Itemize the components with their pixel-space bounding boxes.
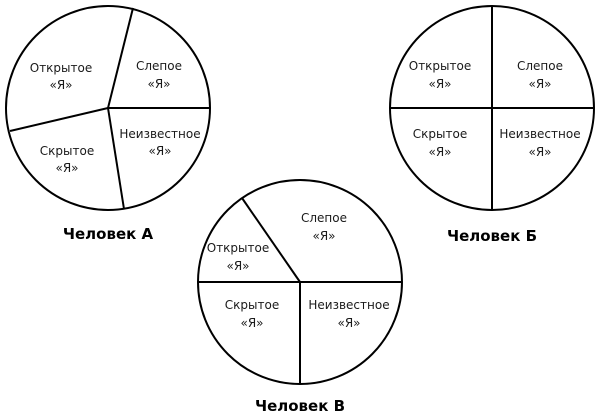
diagram-c-unknown-label-line2: «Я» (337, 316, 360, 330)
diagram-a-hidden-label-line1: Скрытое (40, 144, 94, 158)
diagram-a-divider-left (9, 107, 109, 132)
diagram-a-divider-top (107, 7, 134, 109)
diagram-a-hidden-label-line2: «Я» (55, 161, 78, 175)
diagram-person-a: Открытое «Я» Слепое «Я» Скрытое «Я» Неиз… (5, 5, 211, 243)
diagram-a-blind-label-line2: «Я» (147, 77, 170, 91)
diagram-c-blind-label-line1: Слепое (301, 211, 347, 225)
diagram-c-open-label-line2: «Я» (226, 259, 249, 273)
diagram-b-open-label-line1: Открытое (409, 59, 472, 73)
diagram-a-open-label-line2: «Я» (49, 78, 72, 92)
diagram-b-unknown-label-line2: «Я» (528, 145, 551, 159)
diagram-b-hidden-label-line2: «Я» (428, 145, 451, 159)
diagram-c-divider-top (241, 197, 301, 283)
diagram-person-c: Открытое «Я» Слепое «Я» Скрытое «Я» Неиз… (197, 179, 403, 415)
diagram-a-person-label: Человек А (63, 225, 154, 243)
diagram-b-blind-label-line2: «Я» (528, 77, 551, 91)
diagram-a-unknown-label-line2: «Я» (148, 144, 171, 158)
diagram-c-person-label: Человек В (255, 397, 345, 415)
diagram-c-hidden-label-line2: «Я» (240, 316, 263, 330)
diagram-a-unknown-label-line1: Неизвестное (119, 127, 200, 141)
diagram-c-unknown-label-line1: Неизвестное (308, 298, 389, 312)
diagram-a-blind-label-line1: Слепое (136, 59, 182, 73)
diagram-a-open-label-line1: Открытое (30, 61, 93, 75)
diagram-b-hidden-label-line1: Скрытое (413, 127, 467, 141)
diagram-b-blind-label-line1: Слепое (517, 59, 563, 73)
diagram-a-divider-bottom (107, 107, 125, 210)
diagram-b-unknown-label-line1: Неизвестное (499, 127, 580, 141)
diagram-c-blind-label-line2: «Я» (312, 229, 335, 243)
diagram-person-b: Открытое «Я» Слепое «Я» Скрытое «Я» Неиз… (389, 5, 595, 245)
diagram-b-open-label-line2: «Я» (428, 77, 451, 91)
diagram-c-open-label-line1: Открытое (207, 241, 270, 255)
diagram-b-person-label: Человек Б (447, 227, 537, 245)
diagram-c-hidden-label-line1: Скрытое (225, 298, 279, 312)
